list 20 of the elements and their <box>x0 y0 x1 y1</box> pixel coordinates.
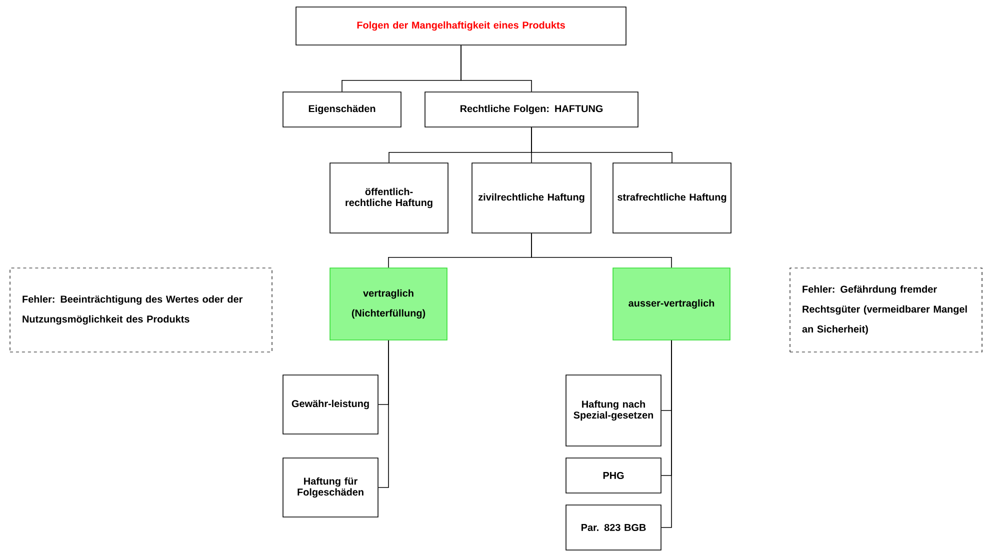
connector-line <box>531 233 672 268</box>
connector-line <box>531 127 672 163</box>
connector-line <box>378 340 389 488</box>
category-box: zivilrechtliche Haftung <box>472 162 592 234</box>
category-box: Eigenschäden <box>282 92 402 128</box>
category-box: strafrechtliche Haftung <box>612 162 732 234</box>
category-box: PHG <box>566 458 662 494</box>
note-box: Fehler: Beeinträchtigung des Wertes oder der Nutzungsmöglichkeit des Produkts <box>10 268 272 352</box>
connector-line <box>460 45 532 92</box>
title-box: Folgen der Mangelhaftigkeit eines Produkts <box>296 6 626 46</box>
category-box: Gewähr-leistung <box>282 374 378 434</box>
category-box: Rechtliche Folgen: HAFTUNG <box>424 92 638 128</box>
highlighted-box: ausser-vertraglich <box>612 268 730 340</box>
category-box: öffentlich-rechtliche Haftung <box>330 162 448 234</box>
category-box: Haftung nach Spezial-gesetzen <box>566 374 662 446</box>
highlighted-box: vertraglich (Nichterfüllung) <box>330 268 448 340</box>
connector-line <box>661 340 672 528</box>
category-box: Par. 823 BGB <box>566 504 662 550</box>
note-box: Fehler: Gefährdung fremder Rechtsgüter (vermeidbarer Mangel an Sicherheit) <box>790 268 982 352</box>
category-box: Haftung für Folgeschäden <box>282 458 378 518</box>
